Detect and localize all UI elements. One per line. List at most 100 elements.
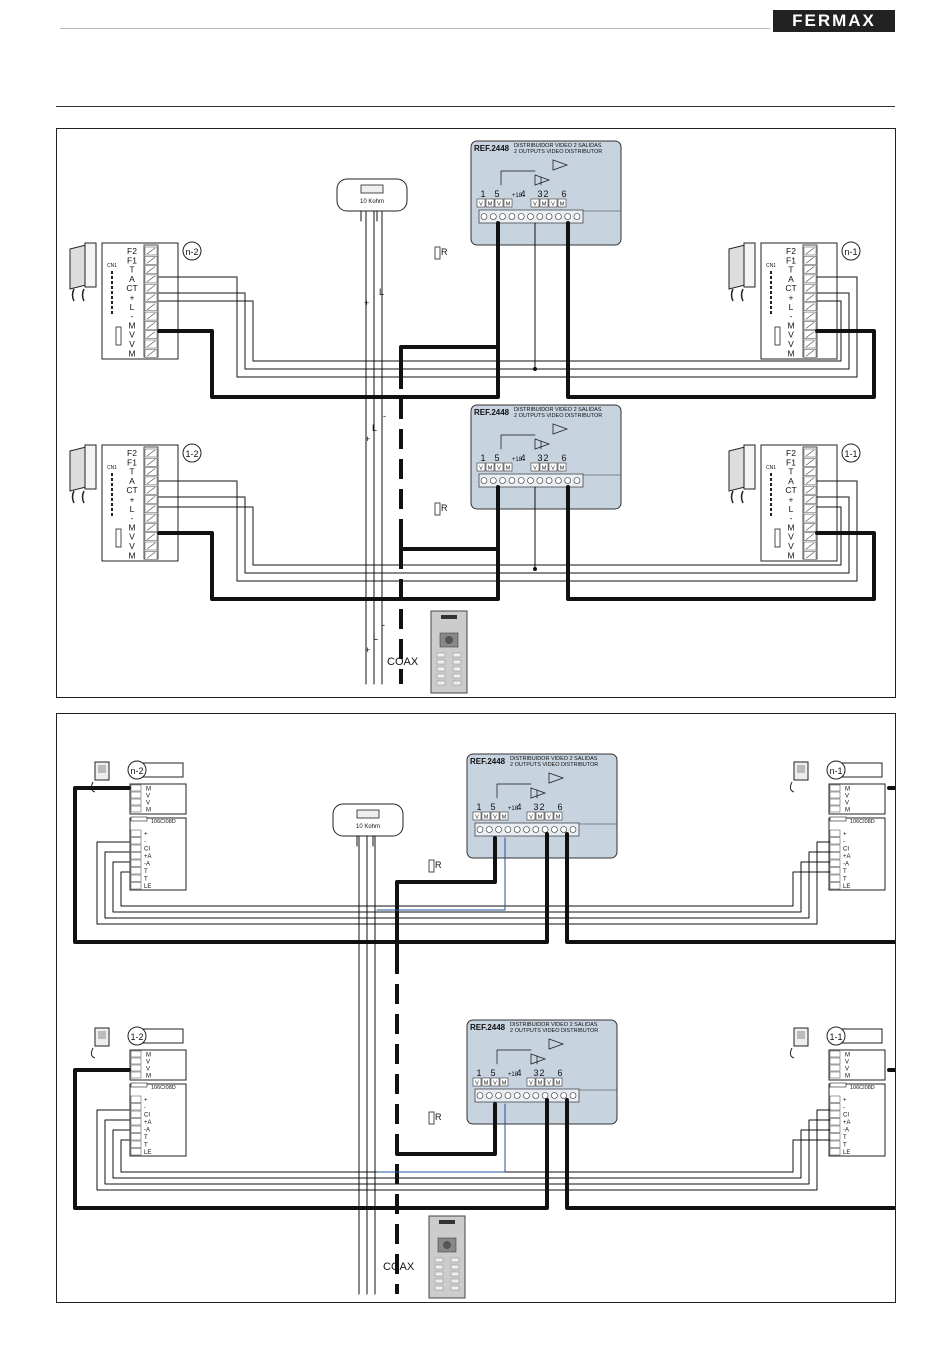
screw-cell — [130, 1050, 142, 1058]
connector-pin — [770, 286, 772, 289]
distributor-title-en: 2 OUTPUTS VIDEO DISTRIBUTOR — [510, 762, 598, 768]
terminal-screw — [569, 1092, 577, 1099]
terminal-screw — [495, 1092, 502, 1099]
fuse-icon — [130, 816, 148, 822]
port-number-2: 2 — [539, 1068, 544, 1078]
terminal-label-T: T — [144, 869, 148, 875]
door-panel-speaker — [441, 615, 457, 619]
screw-cell — [130, 867, 142, 875]
monitor-id-n-2: n-2 — [185, 247, 198, 257]
terminal-label-F1: F1 — [127, 457, 137, 467]
terminal-label-M: M — [146, 1053, 151, 1059]
bus-label: + — [365, 645, 370, 655]
port-number-6: 6 — [557, 1068, 562, 1078]
terminal-label--: - — [790, 513, 793, 523]
terminal-letter: M — [506, 466, 511, 472]
resistor-callout — [336, 178, 408, 212]
terminal-label-L: L — [789, 504, 794, 514]
screw-cell — [130, 882, 142, 890]
connector-pin — [770, 296, 772, 299]
monitor-icon — [743, 242, 756, 288]
monitor-id-circle — [841, 443, 861, 463]
terminal-cell — [544, 1077, 554, 1087]
port-number-3: 3 — [533, 802, 538, 812]
terminal-label-+: + — [130, 293, 135, 303]
distributor-ref: REF.2448 — [470, 757, 506, 766]
terminal-letter: M — [484, 1081, 489, 1087]
monitor-id-1-2: 1-2 — [130, 1032, 143, 1042]
terminal-label--A: -A — [144, 862, 150, 868]
terminal-cell — [503, 198, 513, 208]
signal-wire — [104, 851, 831, 919]
port-number-+18: +18 — [512, 457, 523, 463]
door-panel-button — [452, 666, 462, 672]
terminal-screw — [569, 826, 577, 833]
terminal-letter: V — [479, 202, 483, 208]
terminal-letter: V — [493, 1081, 497, 1087]
terminal-label-+: + — [789, 293, 794, 303]
screw-cell — [829, 1110, 841, 1118]
amplifier-icon — [530, 1053, 547, 1065]
terminal-screw — [536, 213, 544, 220]
connector-pin — [770, 473, 772, 476]
terminal-cell — [499, 1077, 509, 1087]
screw-slot — [146, 322, 156, 329]
terminal-label-CT: CT — [126, 283, 137, 293]
monitor-id-circle — [182, 241, 202, 261]
terminal-label-+: + — [144, 832, 148, 838]
terminal-label-CT: CT — [126, 485, 137, 495]
terminal-letter: V — [493, 815, 497, 821]
terminal-label-V: V — [788, 541, 794, 551]
port-number-5: 5 — [490, 1068, 495, 1078]
port-number-3: 3 — [537, 189, 542, 199]
screw-cell — [130, 1095, 142, 1103]
terminal-screw — [499, 477, 506, 484]
camera-lens-icon — [445, 636, 453, 644]
r-termination-icon — [434, 502, 441, 516]
terminal-screw — [564, 213, 572, 220]
video-cable — [566, 485, 876, 601]
terminal-cell — [530, 462, 540, 472]
screw-slot — [805, 266, 815, 273]
connector-pin — [111, 306, 113, 309]
distributor-title-es: DISTRIBUIDOR VIDEO 2 SALIDAS — [514, 143, 602, 149]
screw-slot — [146, 468, 156, 475]
screw-cell — [829, 1118, 841, 1126]
screw-slot — [805, 275, 815, 283]
terminal-label-M: M — [845, 787, 850, 793]
terminal-label--: - — [144, 1105, 146, 1111]
screw-slot — [146, 284, 156, 292]
terminal-label-T: T — [788, 467, 793, 477]
terminal-label-A: A — [788, 476, 794, 486]
terminal-screw — [532, 826, 540, 833]
door-panel-button — [436, 680, 446, 686]
screw-slot — [146, 533, 156, 540]
screw-slot — [805, 449, 815, 457]
screw-cell — [829, 1064, 841, 1072]
terminal-letter: M — [560, 202, 565, 208]
terminal-screw — [476, 826, 484, 833]
terminal-letter: M — [488, 466, 493, 472]
terminal-cell — [490, 811, 500, 821]
distributor-title-en: 2 OUTPUTS VIDEO DISTRIBUTOR — [510, 1028, 598, 1034]
terminal-letter: V — [497, 466, 501, 472]
terminal-label-V: V — [146, 801, 150, 807]
video-cable — [399, 489, 500, 551]
amplifier-icon — [530, 787, 547, 799]
terminal-letter: M — [556, 815, 561, 821]
terminal-screw — [504, 1092, 512, 1099]
internal-trace — [496, 783, 532, 799]
terminal-label-CI: CI — [144, 847, 150, 853]
terminal-letter: V — [551, 466, 555, 472]
signal-wire — [120, 871, 831, 907]
door-panel-1 — [430, 610, 468, 694]
cable-icon — [789, 1047, 795, 1059]
screw-cell — [829, 1125, 841, 1133]
terminal-label-F1: F1 — [786, 255, 796, 265]
port-number-5: 5 — [494, 453, 499, 463]
terminal-label--A: -A — [843, 862, 849, 868]
